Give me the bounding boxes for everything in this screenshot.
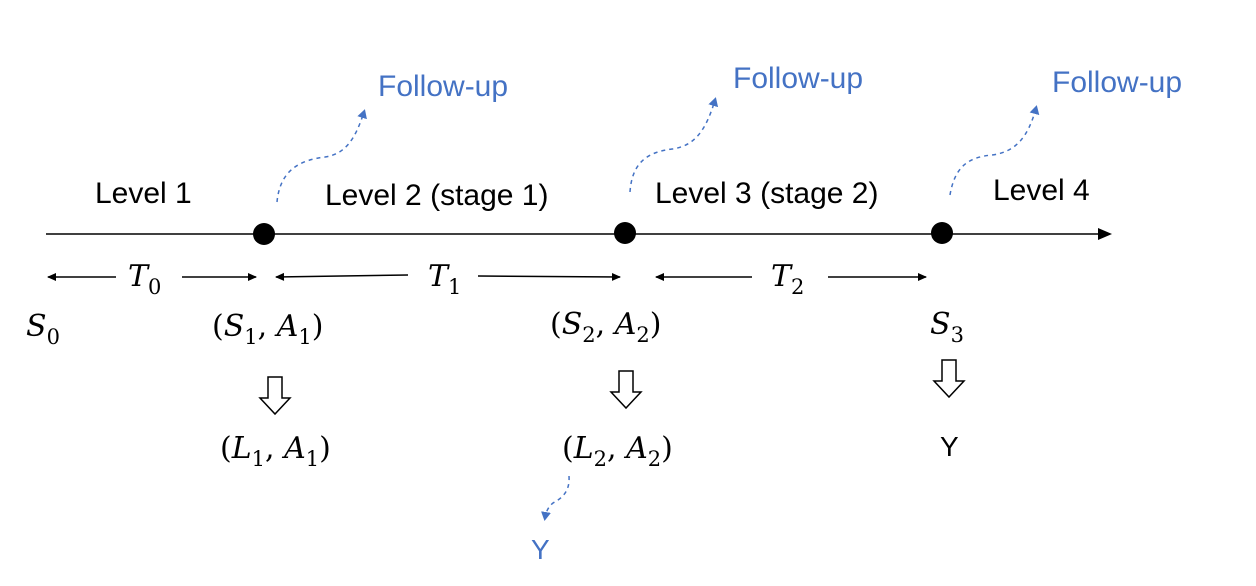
interval-arrow-1-left <box>275 272 409 281</box>
derived-label-y: Y <box>940 431 959 462</box>
interval-label-t1: T1 <box>428 259 461 299</box>
follow-up-label-1: Follow-up <box>378 70 508 103</box>
level-1-label: Level 1 <box>95 177 192 210</box>
derived-label-l2-a2: (L2, A2) <box>562 431 673 471</box>
level-4-label: Level 4 <box>993 174 1090 207</box>
follow-up-label-3: Follow-up <box>1052 66 1182 99</box>
follow-up-label-2: Follow-up <box>733 62 863 95</box>
down-arrow-2 <box>609 370 643 410</box>
interval-label-t0: T0 <box>128 259 161 299</box>
derived-label-l1-a1: (L1, A1) <box>220 431 331 471</box>
interval-label-t2: T2 <box>771 259 804 299</box>
level-2-label: Level 2 (stage 1) <box>325 179 548 212</box>
stage-node-2 <box>614 222 636 244</box>
interval-arrow-1-right <box>477 272 621 281</box>
timeline-arrowhead <box>1098 228 1112 240</box>
down-arrow-1 <box>258 376 292 416</box>
follow-up-arrow-2 <box>629 97 719 193</box>
stage-node-3 <box>931 222 953 244</box>
state-label-s0: S0 <box>26 309 60 349</box>
state-label-s2-a2: (S2, A2) <box>550 307 662 347</box>
stage-node-1 <box>253 223 275 245</box>
follow-up-outcome-y: Y <box>531 534 550 565</box>
state-label-s1-a1: (S1, A1) <box>212 309 324 349</box>
down-arrow-3 <box>932 359 966 399</box>
follow-up-arrow-4 <box>541 475 570 521</box>
level-3-label: Level 3 (stage 2) <box>655 177 878 210</box>
state-label-s3: S3 <box>930 307 964 347</box>
follow-up-arrow-1 <box>276 109 367 203</box>
